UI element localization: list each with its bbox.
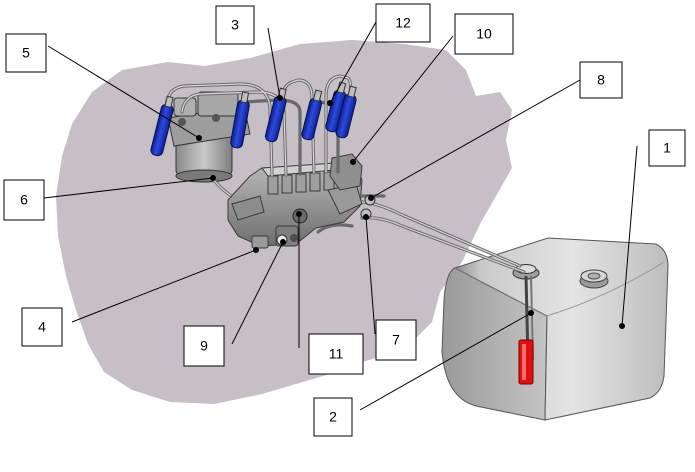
callout-9-text: 9 — [200, 338, 208, 354]
leader-dots — [196, 95, 625, 329]
callout-3-text: 3 — [231, 17, 239, 33]
callout-11: 11 — [308, 333, 364, 375]
leader-3 — [267, 27, 281, 99]
callout-5: 5 — [5, 33, 47, 73]
filler-cap — [579, 269, 609, 289]
leader-2 — [359, 312, 532, 411]
callout-7-text: 7 — [392, 332, 400, 348]
float-gauge — [518, 339, 534, 385]
lift-pump — [275, 225, 299, 247]
injector-4 — [301, 89, 323, 141]
callout-10-text: 10 — [476, 26, 492, 42]
callout-11-text: 11 — [329, 346, 344, 362]
injector-5 — [325, 81, 347, 133]
injector-2 — [230, 91, 250, 149]
leader-1 — [621, 145, 638, 327]
callout-1: 1 — [648, 129, 686, 167]
injection-pump — [227, 161, 363, 247]
leader-12 — [329, 21, 377, 104]
callout-1-text: 1 — [663, 140, 671, 156]
leader-9 — [231, 241, 284, 345]
injectors — [150, 81, 357, 157]
callout-3: 3 — [215, 5, 255, 45]
fuel-tank — [441, 237, 669, 421]
callout-8: 8 — [579, 61, 623, 99]
callout-12: 12 — [375, 3, 431, 43]
callout-12-text: 12 — [395, 15, 411, 31]
injector-6 — [335, 85, 357, 139]
callout-6: 6 — [3, 179, 45, 221]
callout-5-text: 5 — [22, 45, 30, 61]
leader-7 — [365, 216, 376, 335]
callout-2-text: 2 — [329, 409, 337, 425]
callout-10: 10 — [454, 13, 514, 55]
callout-7: 7 — [375, 319, 417, 361]
callout-2: 2 — [313, 397, 353, 437]
leader-5 — [47, 45, 200, 139]
callout-9: 9 — [183, 325, 225, 367]
leader-4 — [71, 249, 257, 323]
callout-8-text: 8 — [597, 72, 605, 88]
leader-10 — [352, 35, 454, 163]
callout-4-text: 4 — [38, 319, 46, 335]
callout-4: 4 — [21, 307, 63, 347]
leader-lines — [43, 21, 638, 411]
leader-8 — [370, 79, 581, 199]
callout-6-text: 6 — [20, 192, 28, 208]
leader-6 — [43, 177, 214, 199]
fuel-filter — [167, 91, 251, 183]
injector-1 — [150, 95, 174, 157]
